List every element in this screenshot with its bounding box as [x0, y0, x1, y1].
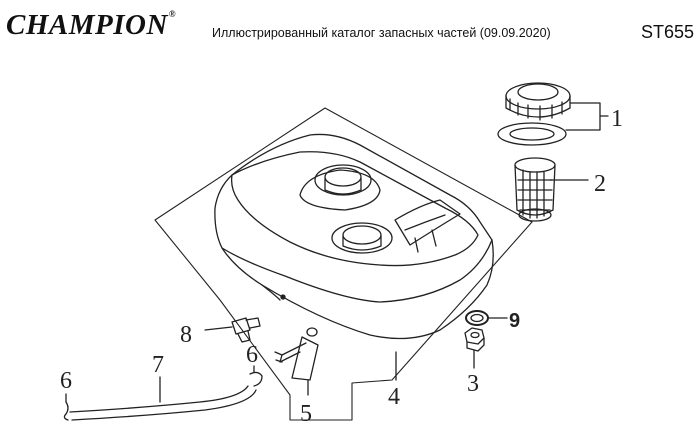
fuel-cap	[505, 82, 571, 121]
hex-nut	[464, 327, 485, 352]
callout-9: 9	[509, 310, 520, 332]
callout-5: 5	[300, 401, 312, 427]
cap-gasket	[497, 122, 567, 146]
assembly-boundary	[154, 107, 533, 421]
brand-name: CHAMPION	[6, 9, 168, 41]
o-ring	[465, 310, 489, 326]
callout-2: 2	[594, 171, 606, 197]
fuel-valve	[274, 327, 319, 381]
catalog-title: Иллюстрированный каталог запасных частей…	[212, 26, 551, 40]
hose-clamp-right	[249, 365, 263, 387]
fuel-hose	[69, 385, 257, 421]
fuel-tank	[214, 133, 494, 340]
hose-clamp-left	[63, 401, 69, 421]
callout-7: 7	[152, 352, 164, 378]
brand-logo: CHAMPION®	[6, 9, 176, 42]
callout-3: 3	[467, 371, 479, 397]
fuel-strainer	[514, 157, 556, 222]
leader-1	[565, 102, 609, 131]
callout-6-right: 6	[246, 342, 258, 368]
leader-8	[204, 326, 233, 331]
callout-8: 8	[180, 322, 192, 348]
hose-fitting	[231, 317, 261, 343]
model-code: ST655	[641, 22, 695, 42]
callout-6-left: 6	[60, 368, 72, 394]
registered-mark: ®	[168, 9, 177, 19]
callout-4: 4	[388, 384, 400, 410]
callout-1: 1	[611, 106, 623, 132]
